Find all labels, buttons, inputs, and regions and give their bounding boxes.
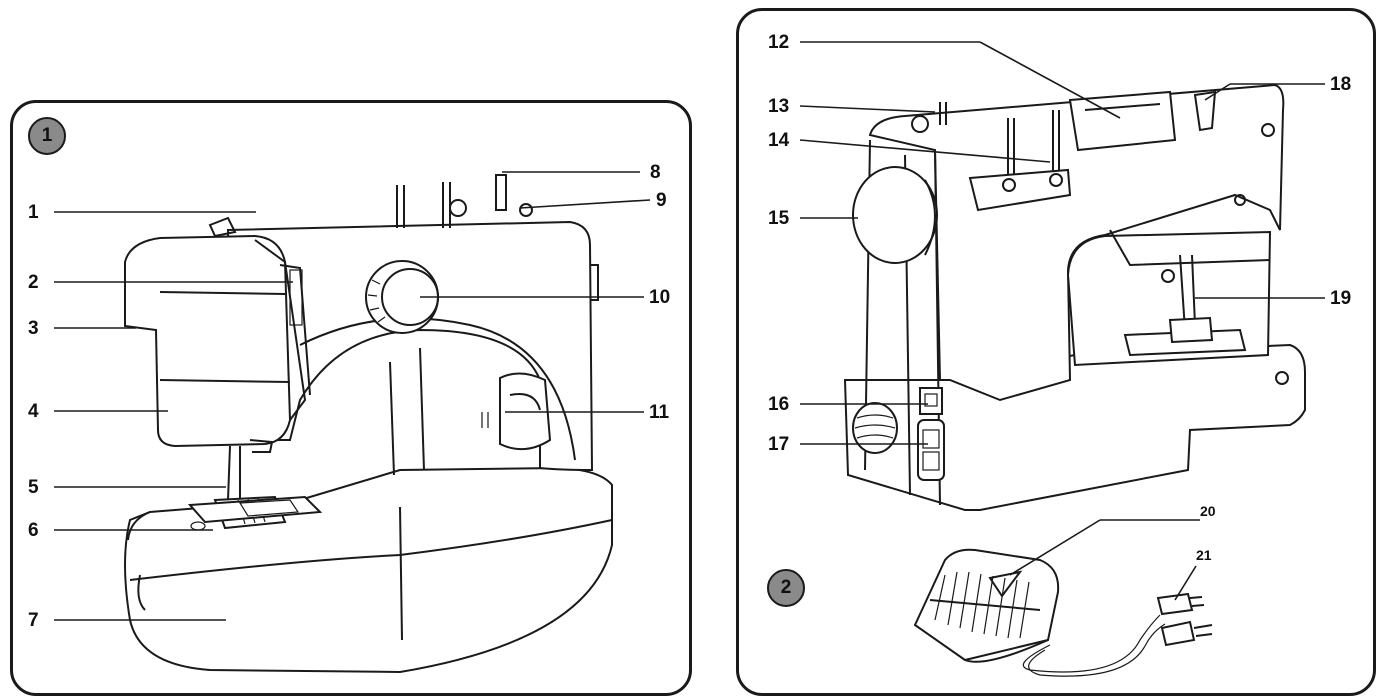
callout-10: 10 (649, 287, 671, 308)
rear-view-machine (843, 83, 1306, 511)
callout-16: 16 (768, 394, 790, 415)
callout-6: 6 (28, 520, 39, 541)
callout-19: 19 (1330, 288, 1352, 309)
figure-2-leader-lines (799, 41, 1325, 601)
figure-1-badge: 1 (28, 117, 66, 155)
figure-2-badge-number: 2 (780, 577, 792, 598)
figure-1-badge-number: 1 (41, 125, 53, 146)
callout-13: 13 (768, 96, 790, 117)
figure-1-leader-lines (54, 171, 651, 621)
callout-15: 15 (768, 208, 790, 229)
callout-2: 2 (28, 272, 39, 293)
callout-9: 9 (656, 190, 667, 211)
front-view-machine (124, 174, 613, 674)
callout-21: 21 (1196, 547, 1212, 563)
callout-3: 3 (28, 318, 39, 339)
callout-7: 7 (28, 610, 39, 631)
callout-8: 8 (650, 162, 661, 183)
callout-20: 20 (1200, 503, 1216, 519)
callout-5: 5 (28, 477, 39, 498)
callout-1: 1 (28, 202, 39, 223)
foot-pedal-illustration (913, 548, 1213, 677)
callout-11: 11 (649, 402, 670, 423)
callout-18: 18 (1330, 74, 1352, 95)
figure-2-badge: 2 (767, 569, 805, 607)
callout-14: 14 (768, 130, 790, 151)
callout-12: 12 (768, 32, 790, 53)
callout-4: 4 (28, 401, 39, 422)
callout-17: 17 (768, 434, 790, 455)
